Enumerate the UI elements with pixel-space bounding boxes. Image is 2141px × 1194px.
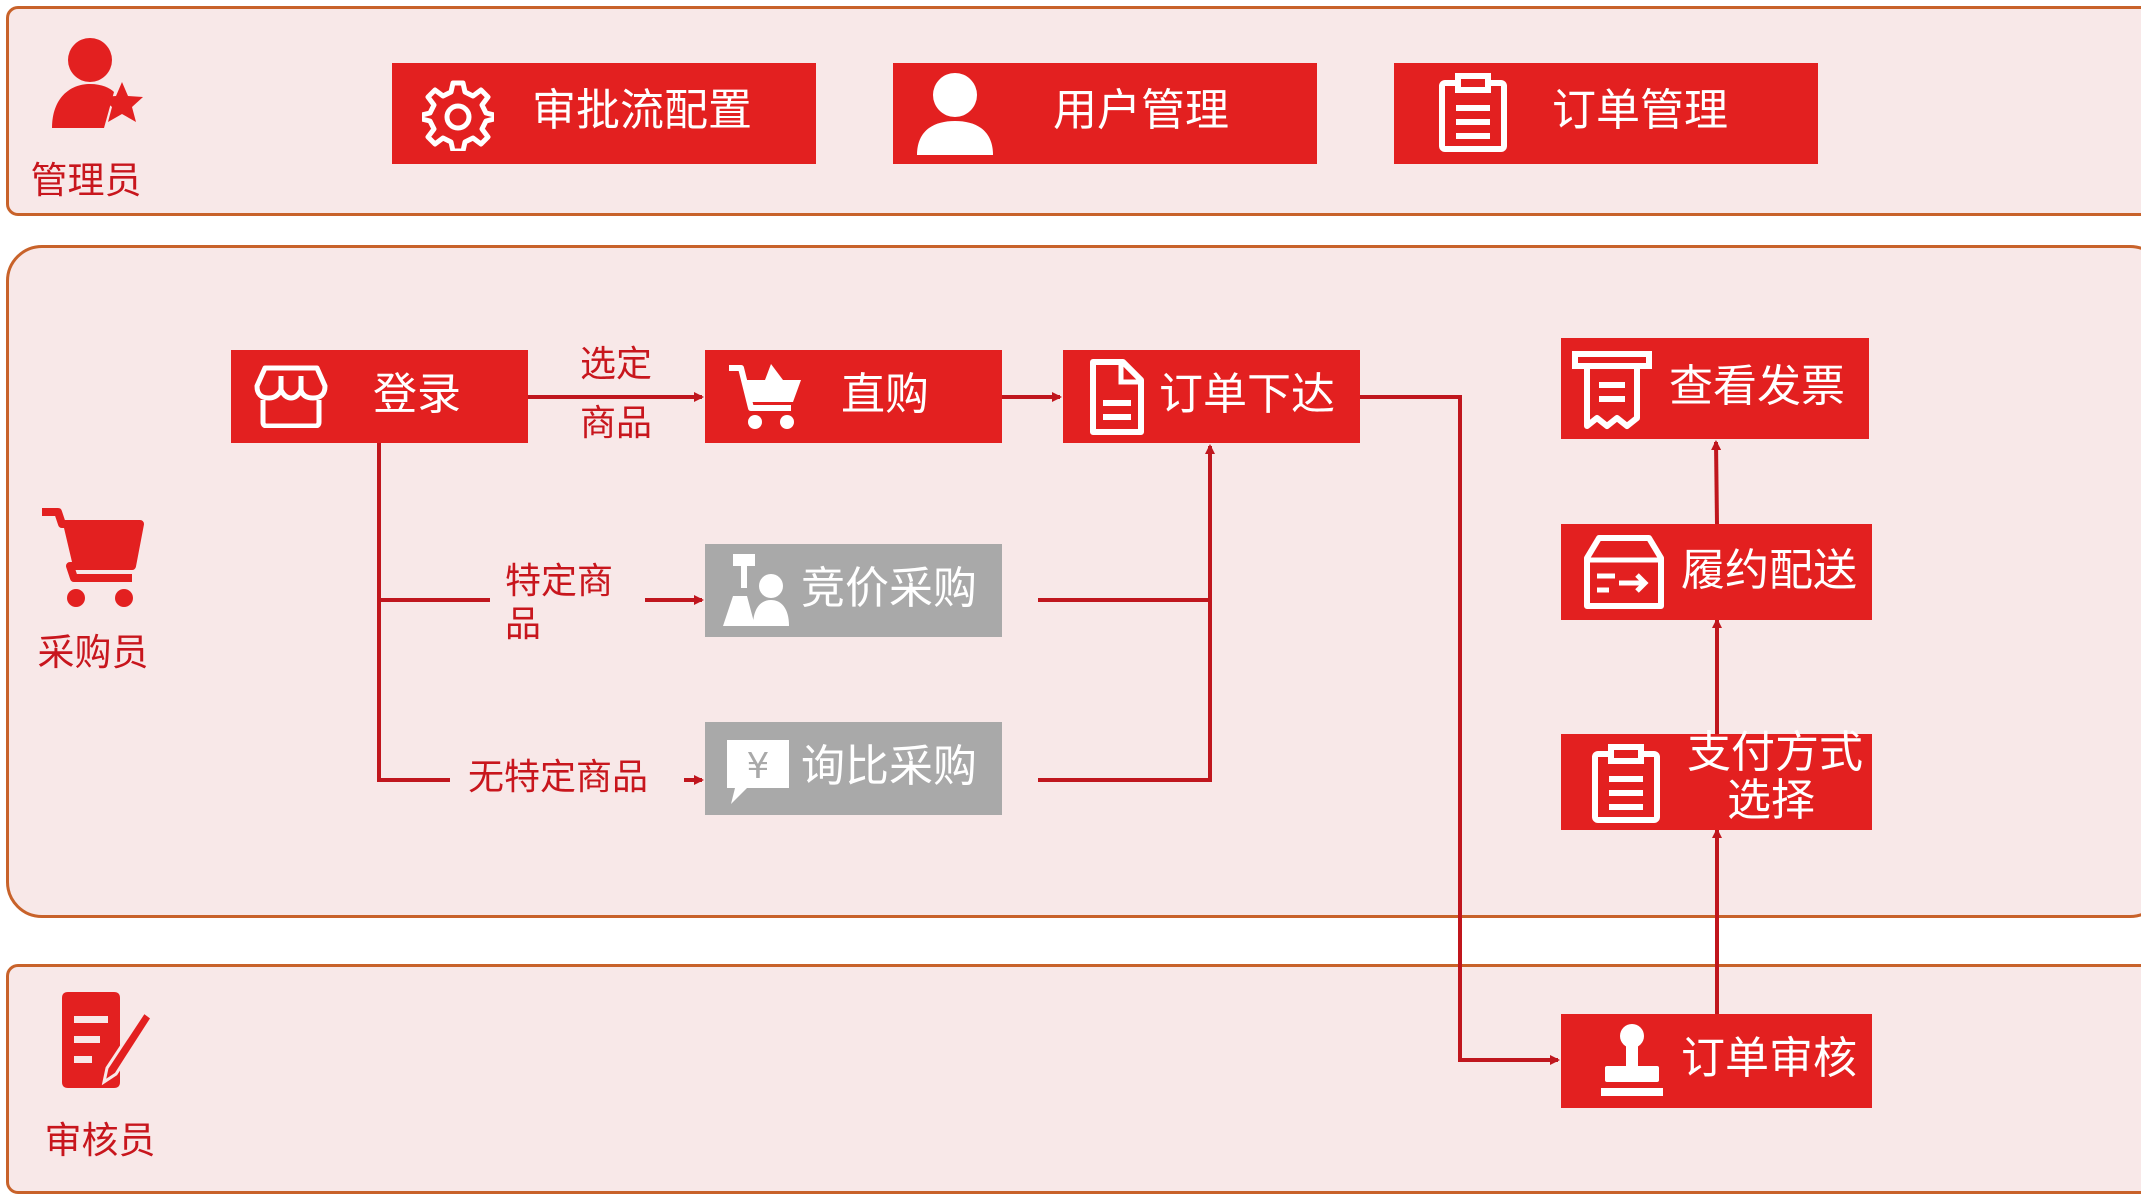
edge-label-no-specific: 无特定商品 <box>468 756 649 800</box>
delivery-label: 履约配送 <box>1681 545 1857 596</box>
clipboard-icon <box>1591 744 1661 824</box>
delivery-box-icon <box>1583 534 1665 610</box>
inquiry-purchase-label: 询比采购 <box>801 741 977 792</box>
gear-icon <box>422 79 494 151</box>
svg-text:¥: ¥ <box>747 746 770 787</box>
receipt-icon <box>1571 346 1653 432</box>
edge-label-specific-line1: 特定商 <box>505 561 614 602</box>
order-review-label: 订单审核 <box>1681 1033 1857 1084</box>
lane-label-buyer: 采购员 <box>37 631 149 674</box>
yen-chat-icon: ¥ <box>723 736 793 808</box>
direct-buy-label: 直购 <box>841 369 929 420</box>
inquiry-purchase-button: ¥ 询比采购 <box>705 722 1002 815</box>
cart-icon <box>727 362 803 432</box>
user-management-button[interactable]: 用户管理 <box>893 63 1317 164</box>
user-icon <box>915 71 995 155</box>
payment-method-button[interactable]: 支付方式 选择 <box>1561 729 1872 830</box>
view-invoice-label: 查看发票 <box>1669 361 1845 412</box>
edge-label-selected-line2: 商品 <box>580 403 653 445</box>
payment-method-label-line1: 支付方式 <box>1687 727 1863 778</box>
bidding-purchase-button: 竞价采购 <box>705 544 1002 637</box>
edge-label-specific-line2: 品 <box>505 604 542 646</box>
admin-role-icon <box>52 38 143 128</box>
store-icon <box>251 364 331 428</box>
edge-label-specific: 特定商 品 <box>505 560 614 647</box>
bidding-purchase-label: 竞价采购 <box>801 563 977 614</box>
order-review-button[interactable]: 订单审核 <box>1561 1014 1872 1108</box>
approval-flow-config-button[interactable]: 审批流配置 <box>392 63 816 164</box>
login-button[interactable]: 登录 <box>231 350 528 443</box>
login-label: 登录 <box>373 369 461 420</box>
place-order-button[interactable]: 订单下达 <box>1063 350 1360 443</box>
lane-label-admin: 管理员 <box>30 159 142 202</box>
user-management-label: 用户管理 <box>1053 85 1229 136</box>
document-icon <box>1089 358 1145 436</box>
order-management-button[interactable]: 订单管理 <box>1394 63 1818 164</box>
stamp-icon <box>1601 1022 1663 1100</box>
direct-buy-button[interactable]: 直购 <box>705 350 1002 443</box>
approval-flow-config-label: 审批流配置 <box>532 85 752 136</box>
clipboard-icon <box>1438 73 1508 153</box>
auction-icon <box>719 552 791 630</box>
audit-role-icon <box>62 992 154 1088</box>
view-invoice-button[interactable]: 查看发票 <box>1561 338 1869 439</box>
cart-role-icon <box>42 508 144 607</box>
payment-method-label-line2: 选择 <box>1727 775 1815 826</box>
edge-label-selected: 选定 商品 <box>580 343 652 445</box>
lane-label-auditor: 审核员 <box>44 1119 156 1162</box>
edge-label-selected-line1: 选定 <box>580 344 653 385</box>
delivery-button[interactable]: 履约配送 <box>1561 524 1872 620</box>
place-order-label: 订单下达 <box>1159 369 1335 420</box>
order-management-label: 订单管理 <box>1552 85 1728 136</box>
